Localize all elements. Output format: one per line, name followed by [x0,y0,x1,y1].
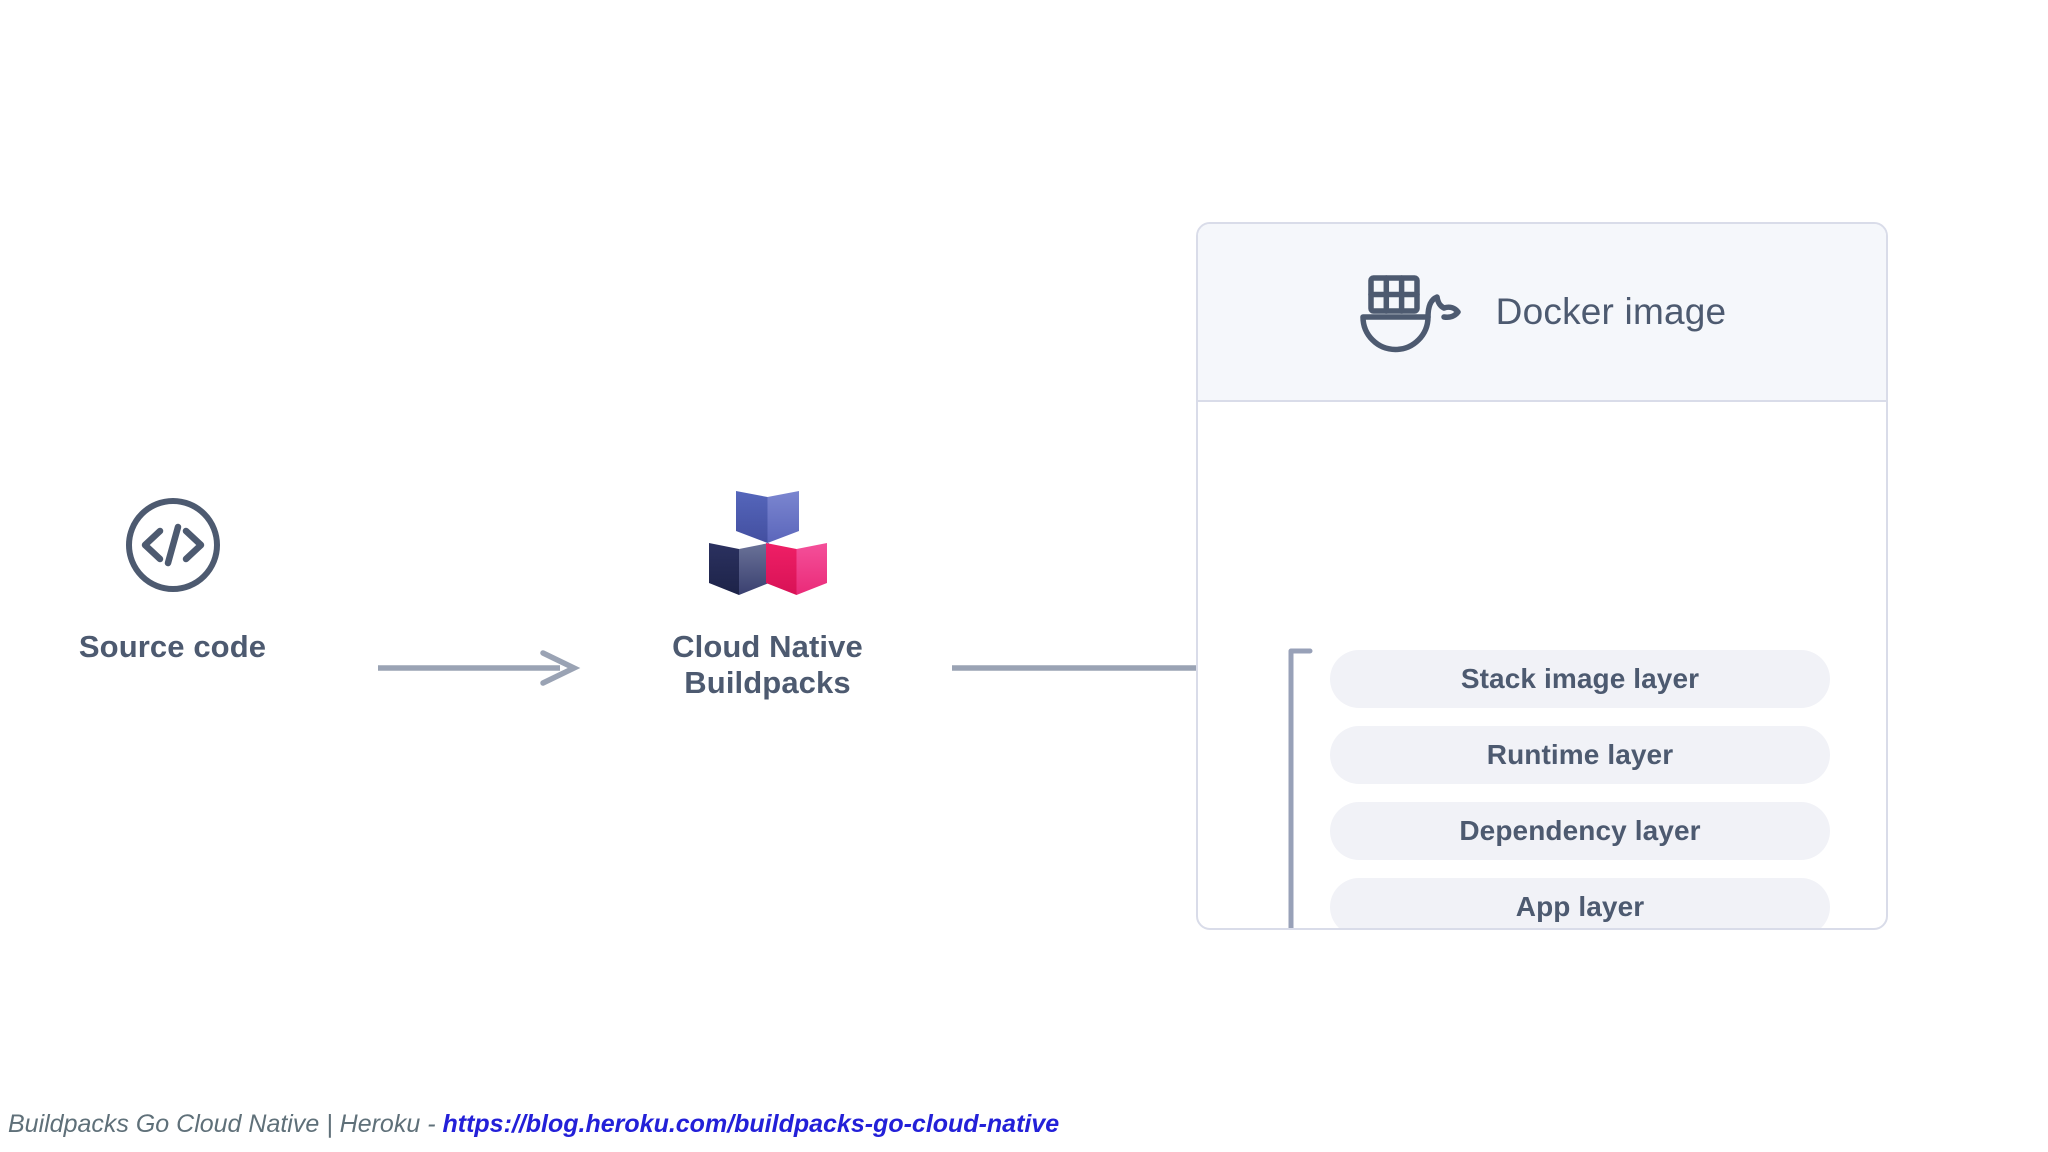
code-brackets-circle-icon [123,495,223,595]
docker-image-card: Docker image Stack image layer Runtime l… [1196,222,1888,930]
docker-image-card-header: Docker image [1198,224,1886,402]
layer-label: Dependency layer [1459,815,1701,846]
cloud-native-buildpacks-logo [708,487,828,599]
layer-pill-stack-image[interactable]: Stack image layer [1330,650,1830,708]
layer-pill-app[interactable]: App layer [1330,878,1830,928]
buildpacks-label-line1: Cloud Native [672,629,863,664]
buildpacks-label-line2: Buildpacks [684,665,851,701]
buildpacks-label: Cloud Native Buildpacks [655,629,880,702]
node-source-code: Source code [60,495,285,665]
caption-source-url[interactable]: https://blog.heroku.com/buildpacks-go-cl… [442,1110,1060,1138]
arrow-source-to-buildpacks [378,648,584,688]
layer-pill-dependency[interactable]: Dependency layer [1330,802,1830,860]
docker-whale-icon [1358,275,1466,353]
docker-image-card-body: Stack image layer Runtime layer Dependen… [1198,402,1886,928]
source-caption: Buildpacks Go Cloud Native | Heroku - ht… [8,1112,1059,1137]
node-cloud-native-buildpacks: Cloud Native Buildpacks [655,487,880,702]
docker-layer-list: Stack image layer Runtime layer Dependen… [1330,650,1830,928]
source-code-label: Source code [78,629,267,664]
layer-pill-runtime[interactable]: Runtime layer [1330,726,1830,784]
layer-label: Runtime layer [1486,739,1674,770]
layer-label: Stack image layer [1460,663,1700,694]
caption-source-text: Buildpacks Go Cloud Native | Heroku - [8,1110,443,1138]
layer-label: App layer [1515,891,1645,922]
docker-image-title: Docker image [1495,291,1727,332]
layers-bracket-icon [1286,648,1314,928]
